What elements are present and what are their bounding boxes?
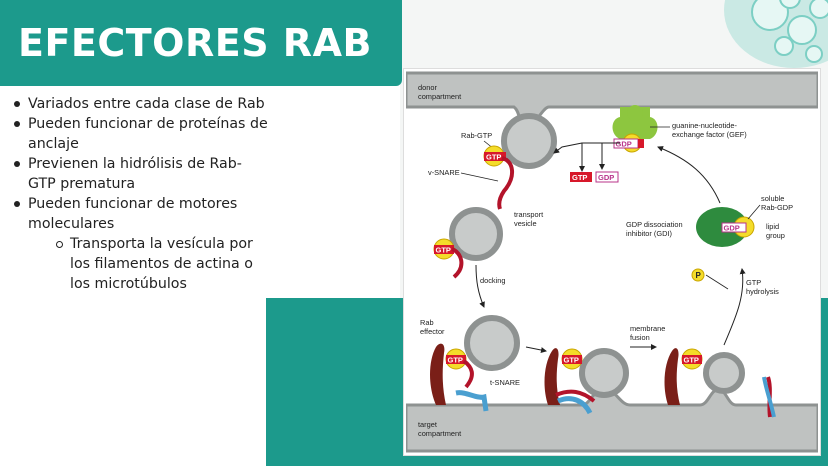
gtp-tag: GTP	[684, 356, 699, 365]
transport-vesicle	[449, 207, 503, 261]
gef-protein	[612, 107, 658, 139]
target-membrane	[406, 387, 818, 453]
membrane-fusion-label-1: membrane	[630, 324, 665, 333]
gef-label-2: exchange factor (GEF)	[672, 130, 747, 139]
transport-vesicle-label-1: transport	[514, 210, 543, 219]
slide-title: EFECTORES RAB	[18, 21, 372, 65]
gtp-tag: GTP	[436, 246, 451, 255]
rab-gtp-label: Rab-GTP	[461, 131, 492, 140]
transport-vesicle-label-2: vesicle	[514, 219, 537, 228]
rab-cycle-figure: donor compartment Rab-GTP GTP v-SNARE tr…	[404, 69, 820, 455]
docking-vesicle	[464, 315, 520, 371]
membrane-fusion-label-2: fusion	[630, 333, 650, 342]
lipid-group-label-1: lipid	[766, 222, 779, 231]
soluble-rab-gdp-label-1: soluble	[761, 194, 784, 203]
t-snare-label: t-SNARE	[490, 378, 520, 387]
bullet-item: Previenen la hidrólisis de Rab-GTP prema…	[10, 154, 268, 194]
budding-vesicle	[501, 113, 557, 169]
donor-label-1: donor	[418, 83, 437, 92]
gdp-tag: GDP	[616, 140, 632, 149]
gtp-tag: GTP	[486, 153, 501, 162]
bullet-item-with-sub: Pueden funcionar de motores moleculares …	[10, 194, 268, 294]
gef-label-1: guanine-nucleotide-	[672, 121, 737, 130]
gdp-tag: GDP	[598, 173, 614, 182]
gdp-tag: GDP	[724, 224, 740, 233]
donor-membrane	[406, 71, 818, 127]
sub-bullet-list: Transporta la vesícula por los filamento…	[28, 234, 268, 294]
cell-decoration	[724, 0, 828, 68]
docking-label: docking	[480, 276, 505, 285]
target-label-2: compartment	[418, 429, 461, 438]
rab-effector-label-2: effector	[420, 327, 445, 336]
donor-label-2: compartment	[418, 92, 461, 101]
target-label-1: target	[418, 420, 437, 429]
bullet-item-text: Pueden funcionar de motores moleculares	[28, 196, 238, 232]
gdi-label-1: GDP dissociation	[626, 220, 683, 229]
gtp-hydrolysis-label-1: GTP	[746, 278, 761, 287]
soluble-rab-gdp-label-2: Rab-GDP	[761, 203, 793, 212]
v-snare-label: v-SNARE	[428, 168, 460, 177]
title-banner: EFECTORES RAB	[0, 0, 402, 86]
rab-effector-label-1: Rab	[420, 318, 434, 327]
rab-cycle-diagram: donor compartment Rab-GTP GTP v-SNARE tr…	[406, 71, 818, 453]
fusing-vesicle	[579, 348, 629, 398]
gdi-label-2: inhibitor (GDI)	[626, 229, 672, 238]
phosphate-label: P	[696, 271, 702, 280]
bullet-item: Pueden funcionar de proteínas de anclaje	[10, 114, 268, 154]
sub-bullet-item: Transporta la vesícula por los filamento…	[52, 234, 268, 294]
gtp-hydrolysis-label-2: hydrolysis	[746, 287, 779, 296]
bullet-item: Variados entre cada clase de Rab	[10, 94, 268, 114]
gtp-tag: GTP	[448, 356, 463, 365]
gtp-tag: GTP	[572, 173, 587, 182]
fused-vesicle	[703, 352, 745, 394]
gtp-tag: GTP	[564, 356, 579, 365]
bullet-list: Variados entre cada clase de Rab Pueden …	[10, 94, 268, 294]
lipid-group-label-2: group	[766, 231, 785, 240]
